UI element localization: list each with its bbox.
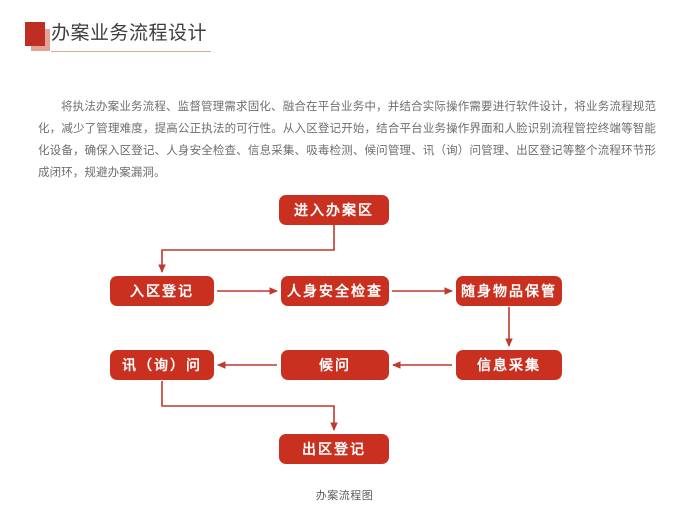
connector-interro-to-exit <box>161 381 338 431</box>
connector-enter-to-reg <box>158 225 335 273</box>
flow-node-enter-case-area[interactable]: 进入办案区 <box>279 195 389 225</box>
flow-node-info-collection[interactable]: 信息采集 <box>456 350 562 380</box>
title-marker-square-icon <box>25 22 45 46</box>
flow-node-belongings-custody[interactable]: 随身物品保管 <box>456 276 562 306</box>
body-paragraph: 将执法办案业务流程、监督管理需求固化、融合在平台业务中，并结合实际操作需要进行软… <box>38 101 656 179</box>
flowchart-connectors <box>158 225 513 431</box>
flow-node-interrogation[interactable]: 讯（询）问 <box>110 350 214 380</box>
title-marker-group <box>25 22 51 52</box>
flow-node-entry-registration[interactable]: 入区登记 <box>110 276 214 306</box>
title-underline <box>51 51 211 52</box>
flow-node-exit-registration[interactable]: 出区登记 <box>279 434 389 464</box>
flow-node-waiting-questioning[interactable]: 候问 <box>281 350 389 380</box>
page-title: 办案业务流程设计 <box>51 23 208 44</box>
flow-node-body-safety-check[interactable]: 人身安全检查 <box>281 276 389 306</box>
flowchart: 进入办案区 入区登记 人身安全检查 随身物品保管 信息采集 候问 讯（询）问 出… <box>0 180 689 500</box>
figure-caption: 办案流程图 <box>315 490 374 502</box>
